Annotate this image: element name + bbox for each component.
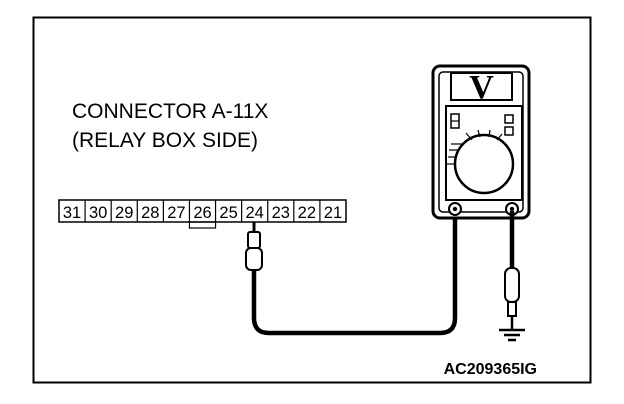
- connector-pin-27: 27: [167, 204, 185, 222]
- connector-pin-key-tab: [188, 221, 217, 229]
- figure-code: AC209365IG: [444, 361, 537, 378]
- connector-title-line1: CONNECTOR A-11X: [72, 100, 268, 123]
- figure-frame: [32, 16, 592, 384]
- connector-pin-28: 28: [141, 204, 159, 222]
- connector-pin-31: 31: [63, 204, 81, 222]
- connector-pin-22: 22: [298, 204, 316, 222]
- connector-pin-29: 29: [115, 204, 133, 222]
- meter-display: [450, 72, 513, 101]
- test-lead-cable: [251, 208, 458, 336]
- connector-pin-25: 25: [219, 204, 237, 222]
- connector-pin-row: 31 30 29 28 27 26 25 24 23 22 21: [58, 199, 347, 229]
- meter-display-symbol: V: [469, 69, 494, 106]
- voltmeter-icon: V: [431, 64, 531, 220]
- connector-pin-21: 21: [324, 204, 342, 222]
- connector-title-line2: (RELAY BOX SIDE): [72, 129, 258, 152]
- ground-clip-icon: [504, 267, 520, 329]
- ground-icon: [499, 328, 525, 342]
- meter-selector-knob: [453, 133, 515, 195]
- connector-pin-23: 23: [272, 204, 290, 222]
- connector-pin-26: 26: [193, 204, 211, 222]
- probe-tip-icon: [245, 222, 263, 271]
- connector-pin-30: 30: [89, 204, 107, 222]
- connector-pin-24: 24: [246, 204, 264, 222]
